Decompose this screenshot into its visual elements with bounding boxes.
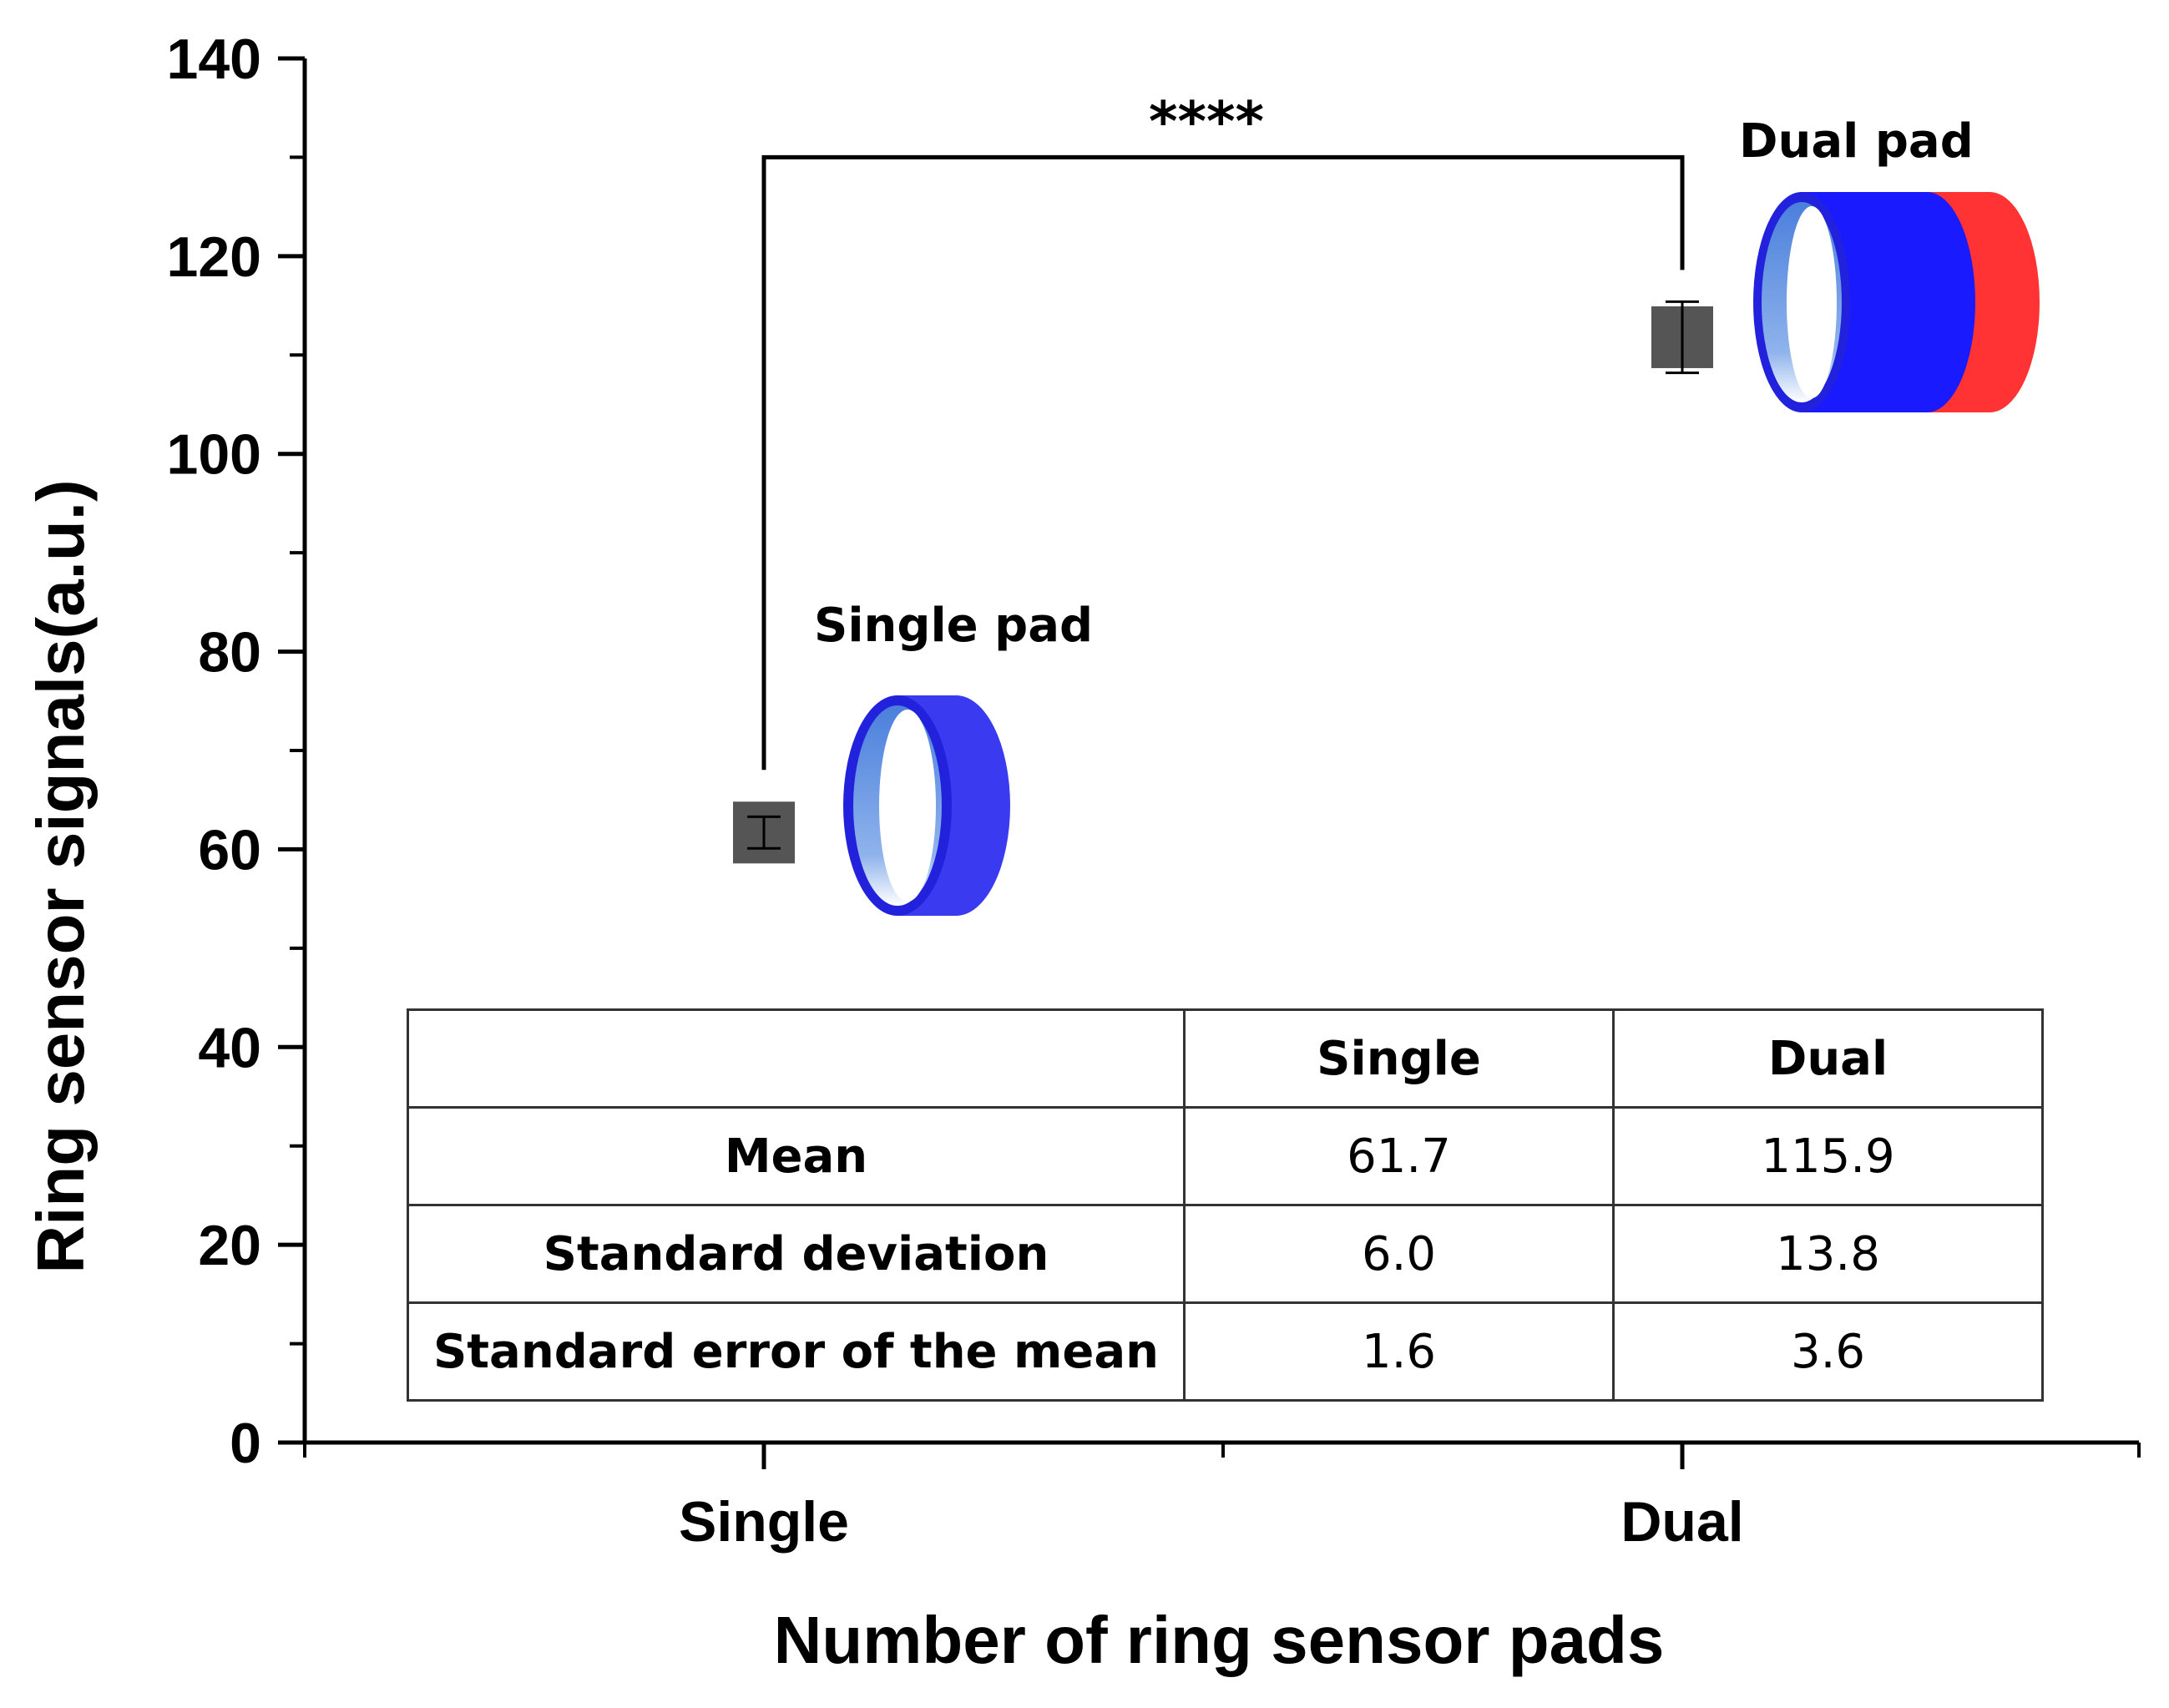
- x-tick-label: Dual: [1620, 1490, 1743, 1554]
- table-header-row: Single Dual: [407, 1008, 2044, 1109]
- single-pad-label: Single pad: [814, 599, 1093, 653]
- x-axis: Single Dual: [303, 1440, 2141, 1554]
- table-row-label: Standard deviation: [407, 1204, 1186, 1304]
- dual-pad-label: Dual pad: [1739, 114, 1974, 169]
- table-header-single: Single: [1183, 1008, 1615, 1109]
- table-cell: 61.7: [1183, 1106, 1615, 1206]
- data-points: [733, 300, 1713, 864]
- table-cell: 13.8: [1612, 1204, 2044, 1304]
- y-tick-label: 0: [230, 1412, 261, 1475]
- table-header-dual: Dual: [1612, 1008, 2044, 1109]
- x-tick-label: Single: [679, 1490, 849, 1554]
- y-tick-label: 80: [198, 621, 261, 685]
- y-axis: 0 20 40 60 80 100 120 140: [167, 28, 307, 1475]
- table-row: Standard error of the mean 1.6 3.6: [407, 1301, 2044, 1402]
- table-row-label: Standard error of the mean: [407, 1301, 1186, 1402]
- y-tick-label: 20: [198, 1214, 261, 1277]
- significance-bracket-line: [761, 154, 1685, 771]
- table-row: Standard deviation 6.0 13.8: [407, 1204, 2044, 1304]
- y-tick-label: 140: [167, 28, 261, 91]
- y-axis-title: Ring sensor signals(a.u.): [23, 479, 98, 1273]
- y-tick-label: 100: [167, 423, 261, 487]
- table-cell: 3.6: [1612, 1301, 2044, 1402]
- y-tick-label: 120: [167, 225, 261, 289]
- table-row-label: Mean: [407, 1106, 1186, 1206]
- table-row: Mean 61.7 115.9: [407, 1106, 2044, 1206]
- table-cell: 6.0: [1183, 1204, 1615, 1304]
- table-header-cell: [407, 1008, 1186, 1109]
- significance-label: ****: [1149, 89, 1264, 154]
- single-pad-ring-illustration: [843, 695, 1010, 916]
- dual-pad-ring-illustration: [1753, 192, 2040, 412]
- x-axis-title: Number of ring sensor pads: [774, 1603, 1665, 1677]
- statistics-table: Single Dual Mean 61.7 115.9 Standard dev…: [407, 1008, 2044, 1402]
- significance-bracket: [761, 154, 1685, 771]
- table-cell: 115.9: [1612, 1106, 2044, 1206]
- table-cell: 1.6: [1183, 1301, 1615, 1402]
- y-tick-label: 40: [198, 1016, 261, 1079]
- y-tick-label: 60: [198, 818, 261, 882]
